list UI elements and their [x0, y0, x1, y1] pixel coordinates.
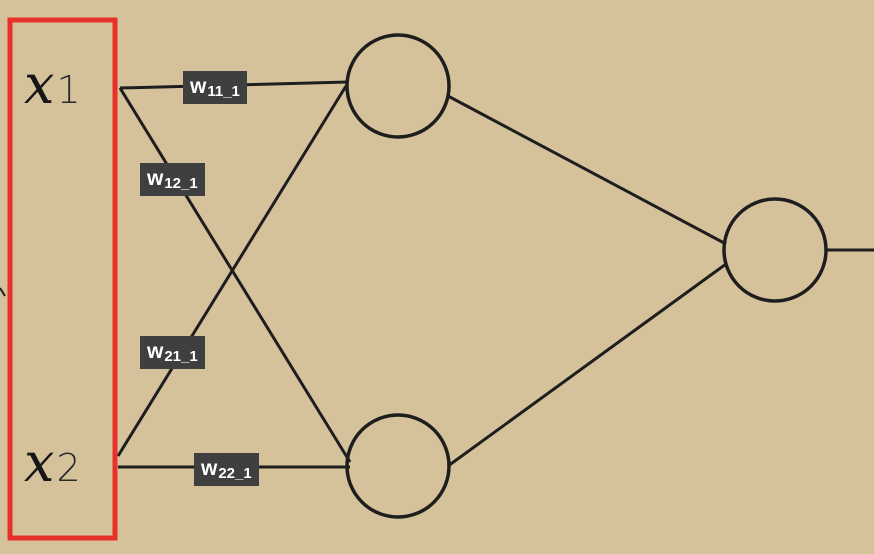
input-x1: x1: [24, 58, 81, 112]
edge-x2-h1: [116, 85, 348, 457]
weight-subscript: 22_1: [218, 465, 252, 482]
input-x2: x2: [24, 436, 81, 490]
edge-h2-out: [447, 262, 727, 468]
weight-base: w: [201, 457, 218, 480]
input-x2-index: 2: [56, 446, 81, 490]
weight-label-w11-1: w11_1: [183, 71, 247, 104]
weight-base: w: [190, 75, 207, 98]
hidden-neuron-2: [345, 413, 451, 519]
hidden-neuron-1: [345, 33, 451, 139]
weight-label-w21-1: w21_1: [140, 336, 205, 369]
input-x1-var: x: [24, 53, 55, 116]
edge-x1-h2: [118, 87, 352, 463]
weight-subscript: 11_1: [207, 83, 240, 100]
weight-subscript: 21_1: [164, 348, 198, 365]
weight-label-w12-1: w12_1: [140, 163, 205, 196]
edge-mark-left: [0, 287, 6, 297]
input-highlight-box: [7, 17, 118, 541]
weight-label-w22-1: w22_1: [194, 453, 259, 486]
output-neuron: [722, 197, 828, 303]
weight-subscript: 12_1: [164, 175, 198, 192]
edge-h1-out: [447, 94, 727, 246]
weight-base: w: [147, 167, 164, 190]
input-x1-index: 1: [56, 68, 81, 112]
input-x2-var: x: [24, 431, 55, 494]
weight-base: w: [147, 340, 164, 363]
